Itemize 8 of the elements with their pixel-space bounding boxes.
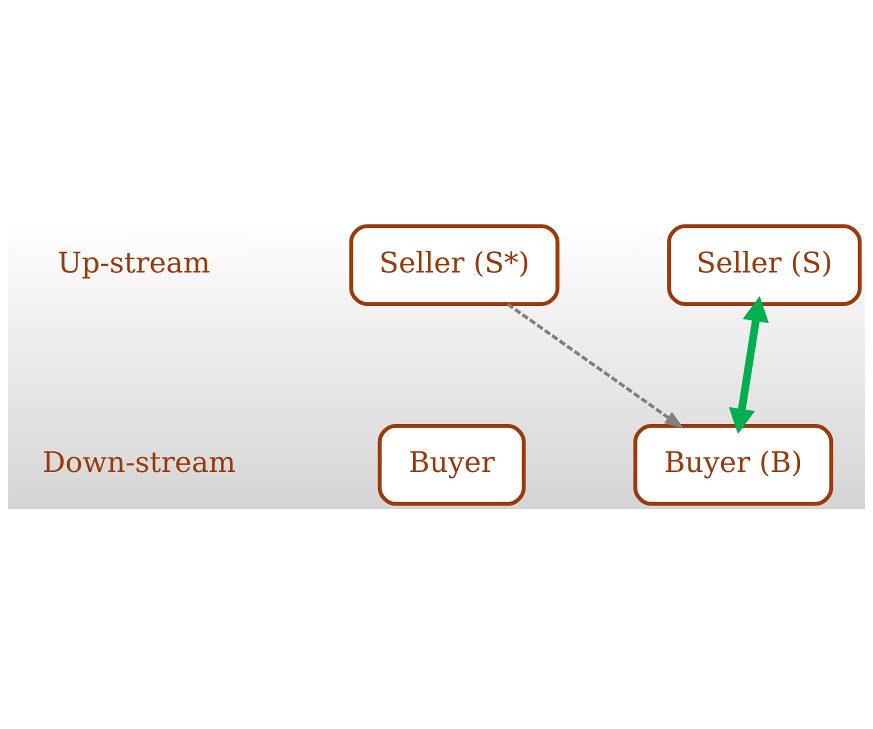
arrow xyxy=(728,296,769,434)
node-box: Buyer xyxy=(378,424,526,506)
label: Down-stream xyxy=(42,446,236,479)
node-box: Buyer (B) xyxy=(633,424,834,506)
arrow xyxy=(506,302,684,428)
node-box: Seller (S*) xyxy=(349,224,560,306)
label: Up-stream xyxy=(58,246,210,279)
node-box: Seller (S) xyxy=(667,224,862,306)
